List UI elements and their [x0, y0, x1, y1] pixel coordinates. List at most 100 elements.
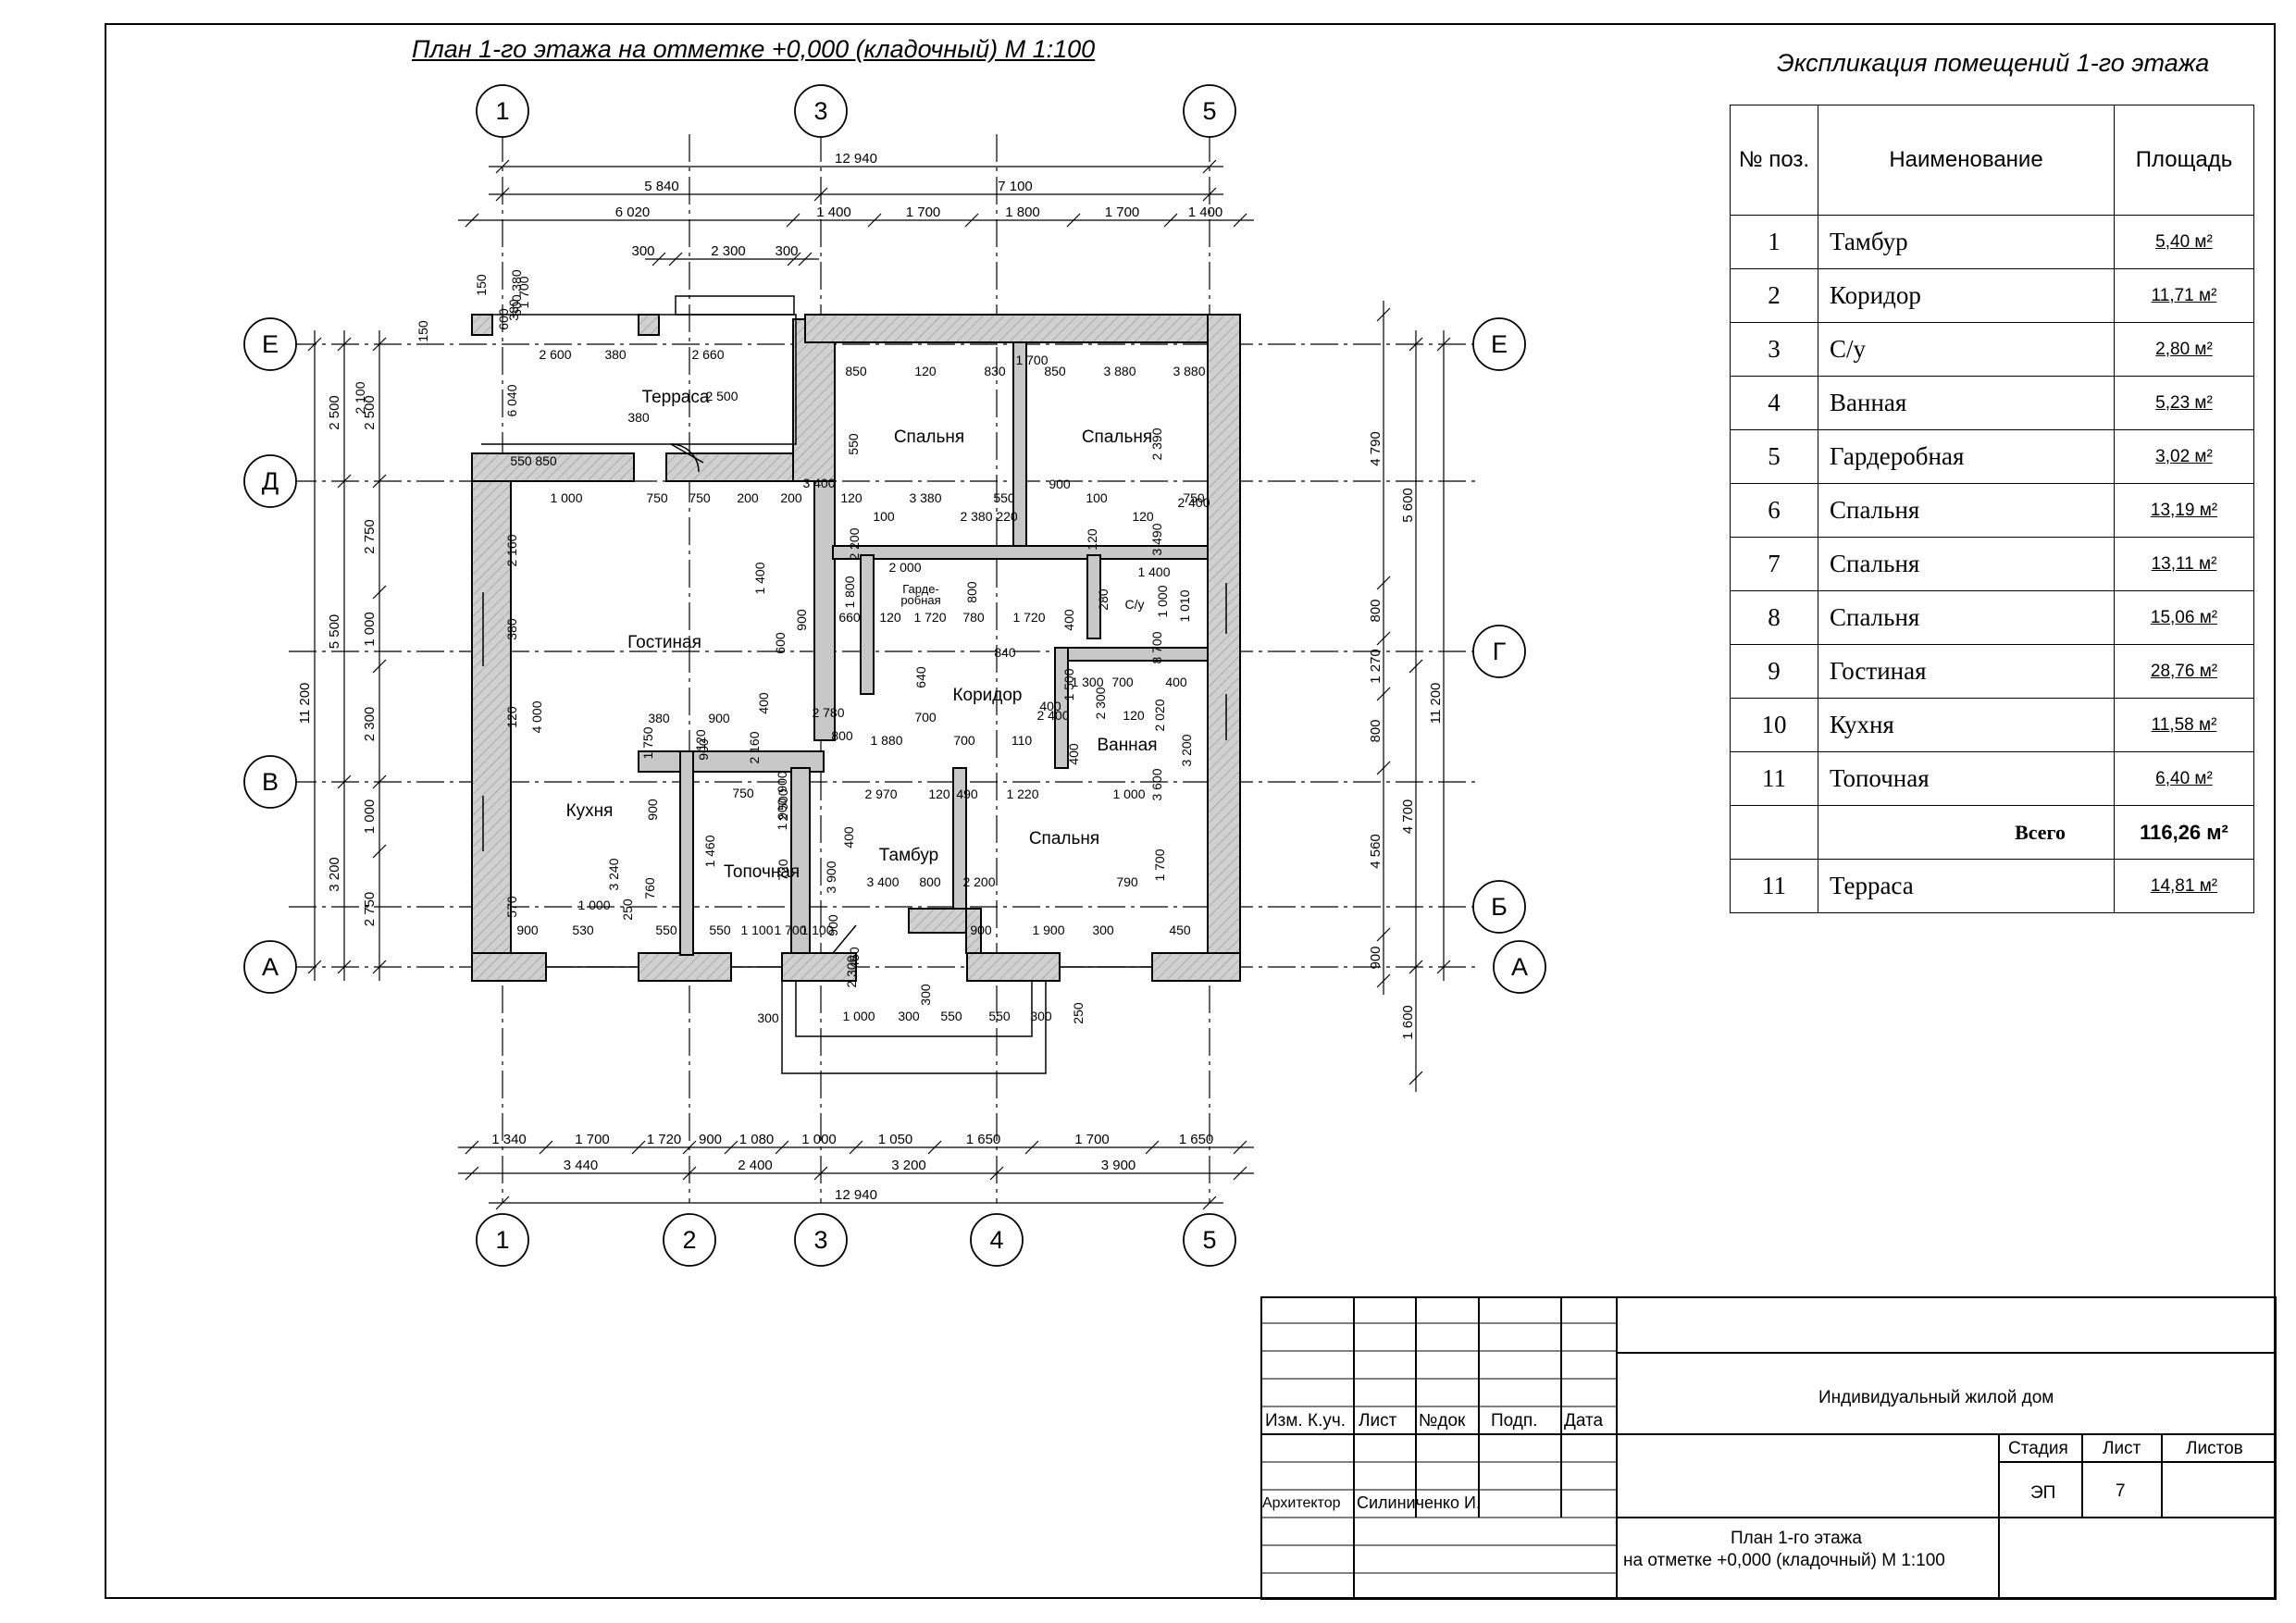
dimension-label: 4 700: [1400, 799, 1416, 835]
interior-dimension-label: 1 700: [1015, 353, 1048, 367]
interior-dimension-label: 100: [1086, 490, 1108, 505]
tb-sheets-header: Листов: [2186, 1439, 2243, 1458]
dimension-tick: [813, 1166, 828, 1181]
tb-col-ndok: №док: [1419, 1411, 1466, 1431]
interior-dimension-label: 3 400: [802, 476, 835, 490]
interior-dimension-label: 1 100: [800, 923, 833, 937]
interior-dimension-label: 900: [970, 923, 992, 937]
dimension-tick: [372, 659, 387, 674]
dimension-label: 4 560: [1368, 834, 1384, 869]
dimension-label: 1 400: [816, 204, 851, 220]
interior-dimension-label: 2 380: [960, 509, 992, 524]
dimension-label: 300: [631, 243, 654, 259]
top-total-dim: 12 940: [835, 151, 877, 167]
dimension-tick: [372, 960, 387, 974]
axis-bubble-top-5-label: 5: [1202, 97, 1216, 125]
interior-dimension-label: 1 460: [702, 835, 717, 867]
interior-dimension-label: 900: [708, 711, 730, 725]
interior-dimension-label: 1 000: [842, 1009, 875, 1023]
interior-dimension-label: 550: [988, 1009, 1011, 1023]
dimension-tick: [372, 774, 387, 789]
axis-bubble-left-В-label: В: [262, 768, 279, 796]
dimension-tick: [1233, 1166, 1247, 1181]
dimension-tick: [495, 187, 510, 202]
dimension-tick: [539, 1140, 553, 1155]
dimension-label: 1 700: [1105, 204, 1140, 220]
dimension-tick: [372, 474, 387, 489]
dimension-label: 1 270: [1368, 649, 1384, 684]
interior-dimension-label: 120: [928, 787, 950, 801]
dimension-label: 1 720: [647, 1132, 682, 1147]
interior-dimension-label: 840: [994, 645, 1016, 660]
room-label-dressing-2: робная: [900, 593, 940, 607]
interior-dimension-label: 1 000: [1155, 585, 1170, 617]
explication-name: Спальня: [1818, 537, 2115, 591]
explication-total-value: 116,26 м²: [2114, 805, 2254, 860]
interior-dimension-label: 1 900: [775, 798, 789, 830]
wall-bottom-right: [966, 952, 1061, 982]
dimension-label: 2 400: [738, 1158, 773, 1173]
dimension-label: 3 900: [1101, 1158, 1136, 1173]
axis-bubble-bottom-1: 1: [476, 1213, 529, 1267]
dimension-tick: [495, 159, 510, 174]
dimension-label: 1 600: [1400, 1005, 1416, 1040]
dimension-tick: [813, 187, 828, 202]
interior-dimension-label: 3 880: [1103, 364, 1136, 378]
interior-dimension-label: 1 400: [752, 562, 767, 594]
interior-dimension-label: 900: [516, 923, 539, 937]
explication-area: 6,40 м²: [2114, 751, 2254, 806]
dimension-tick: [465, 1140, 479, 1155]
dimension-tick: [775, 1140, 789, 1155]
interior-dimension-label: 2 100: [353, 381, 367, 414]
interior-dimension-label: 800: [831, 728, 853, 743]
interior-dimension-label: 3 880: [1173, 364, 1205, 378]
dimension-tick: [1376, 761, 1391, 775]
dimension-label: 3 200: [891, 1158, 926, 1173]
interior-dimension-label: 400: [1066, 743, 1081, 765]
axis-bubble-left-Д-label: Д: [262, 467, 279, 495]
interior-dimension-label: 120: [504, 706, 519, 728]
dimension-label: 900: [1368, 946, 1384, 969]
axis-bubble-bottom-4: 4: [970, 1213, 1024, 1267]
tb-role: Архитектор: [1262, 1495, 1341, 1511]
dimension-tick: [849, 1140, 863, 1155]
dimension-tick: [867, 213, 882, 228]
interior-dimension-label: 110: [1011, 733, 1033, 748]
dimension-tick: [682, 1140, 697, 1155]
interior-dimension-label: 2 780: [812, 705, 844, 720]
interior-dimension-label: 3 200: [1179, 734, 1194, 766]
explication-area: 5,23 м²: [2114, 376, 2254, 430]
dimension-label: 1 080: [739, 1132, 775, 1147]
interior-dimension-label: 600: [773, 632, 788, 654]
room-label-wc: С/у: [1125, 597, 1145, 612]
room-label-terrace: Терраса: [642, 388, 710, 407]
interior-dimension-label: 120: [914, 364, 937, 378]
dimension-label: 1 050: [878, 1132, 913, 1147]
room-label-dressing: Гарде-: [902, 582, 939, 596]
interior-dimension-label: 760: [642, 877, 657, 899]
dimension-tick: [337, 474, 352, 489]
dimension-tick: [1376, 576, 1391, 590]
interior-dimension-label: 600: [509, 294, 524, 316]
dimension-tick: [786, 213, 800, 228]
axis-bubble-top-1-label: 1: [495, 97, 509, 125]
dimension-tick: [652, 252, 666, 266]
axis-bubble-right-Г-label: Г: [1493, 638, 1507, 665]
interior-dimension-label: 550: [993, 490, 1015, 505]
explication-pos: 11: [1730, 859, 1818, 913]
interior-dimension-label: 700: [953, 733, 975, 748]
interior-dimension-label: 1 720: [913, 610, 946, 625]
interior-dimension-label: 1 000: [1112, 787, 1145, 801]
axis-bubble-top-3: 3: [794, 84, 848, 138]
axis-bubble-right-Е: Е: [1472, 317, 1526, 371]
interior-dimension-label: 2 200: [962, 874, 995, 889]
dimension-tick: [337, 774, 352, 789]
interior-dimension-label: 1 750: [640, 726, 655, 759]
dimension-tick: [668, 252, 683, 266]
dimension-tick: [337, 337, 352, 352]
room-label-bath: Ванная: [1097, 736, 1157, 755]
explication-area: 28,76 м²: [2114, 644, 2254, 699]
interior-dimension-label: 2 160: [747, 731, 762, 763]
